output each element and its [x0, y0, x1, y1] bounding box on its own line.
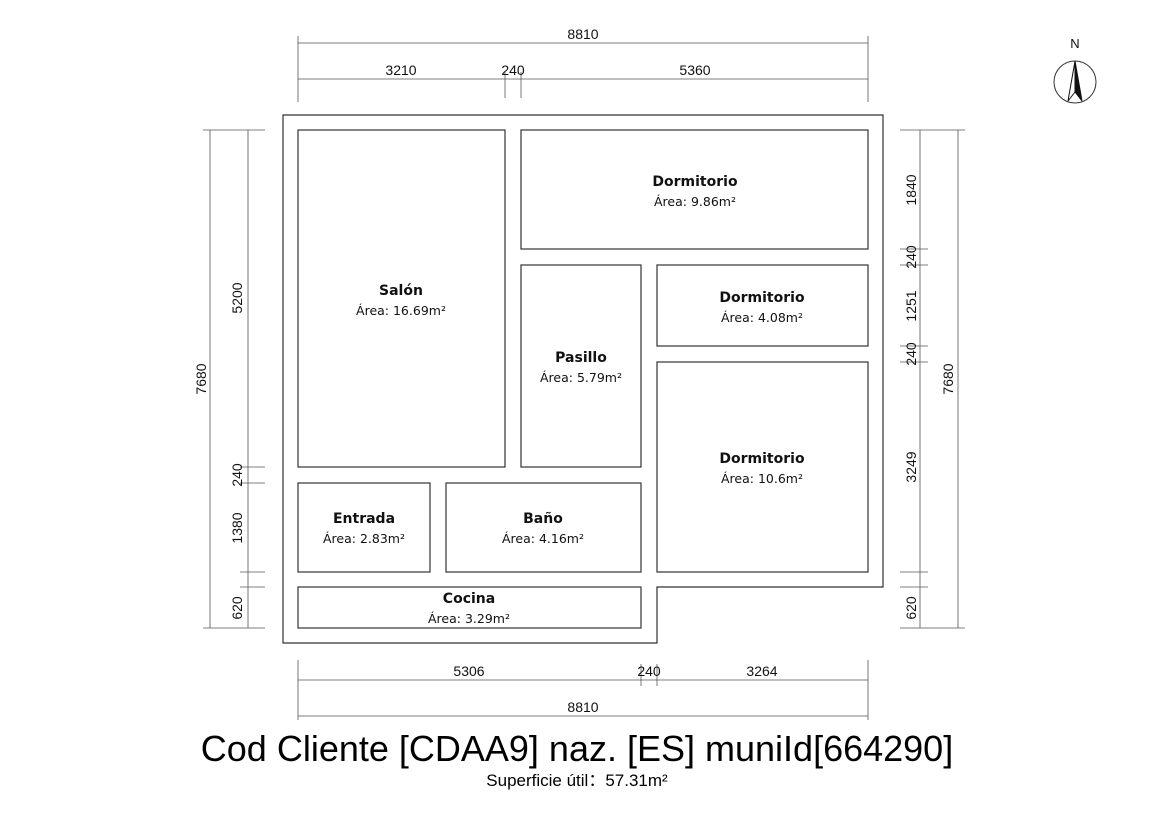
dim-right-part: 620: [903, 596, 919, 620]
dim-bottom-part: 3264: [746, 663, 777, 679]
dim-top-part: 5360: [679, 62, 710, 78]
room-name: Cocina: [443, 591, 495, 607]
room-dormitorio-2: Dormitorio Área: 4.08m²: [656, 264, 869, 347]
caption-title: Cod Cliente [CDAA9] naz. [ES] muniId[664…: [200, 728, 954, 769]
room-name: Baño: [523, 511, 563, 527]
dim-bottom-part: 240: [637, 663, 661, 679]
room-area: Área: 16.69m²: [356, 303, 446, 318]
room-cocina: Cocina Área: 3.29m²: [297, 586, 642, 629]
dim-right-part: 240: [903, 245, 919, 269]
dim-right-part: 3249: [903, 451, 919, 482]
room-area: Área: 2.83m²: [323, 531, 405, 546]
room-dormitorio-3: Dormitorio Área: 10.6m²: [656, 361, 869, 573]
dimension-top: 8810 3210 240 5360: [297, 26, 869, 102]
dim-top-total: 8810: [567, 26, 598, 42]
dim-bottom-part: 5306: [453, 663, 484, 679]
dim-top-part: 240: [501, 62, 525, 78]
room-area: Área: 4.08m²: [721, 310, 803, 325]
room-name: Entrada: [333, 511, 395, 527]
room-area: Área: 3.29m²: [428, 611, 510, 626]
room-area: Área: 9.86m²: [654, 194, 736, 209]
room-entrada: Entrada Área: 2.83m²: [297, 482, 431, 573]
dim-left-part: 1380: [229, 512, 245, 543]
outer-wall: [282, 114, 884, 644]
dim-left-part: 620: [229, 596, 245, 620]
room-pasillo: Pasillo Área: 5.79m²: [520, 264, 642, 468]
dim-left-part: 5200: [229, 282, 245, 313]
room-name: Salón: [379, 283, 423, 299]
room-name: Dormitorio: [652, 174, 738, 190]
room-name: Dormitorio: [719, 451, 805, 467]
compass-label: N: [1070, 36, 1079, 51]
dim-right-part: 1840: [903, 174, 919, 205]
dim-left-total: 7680: [193, 363, 209, 394]
dim-top-part: 3210: [385, 62, 416, 78]
room-area: Área: 5.79m²: [540, 370, 622, 385]
dim-right-part: 1251: [903, 290, 919, 321]
dim-right-part: 240: [903, 342, 919, 366]
room-salon: Salón Área: 16.69m²: [297, 129, 506, 468]
dim-left-part: 240: [229, 463, 245, 487]
surface-total: Superficie útil：57.31m²: [486, 771, 668, 790]
room-dormitorio-1: Dormitorio Área: 9.86m²: [520, 129, 869, 250]
room-bano: Baño Área: 4.16m²: [445, 482, 642, 573]
dimension-left: 7680 5200 240 1380 620: [193, 129, 265, 629]
dimension-bottom: 5306 240 3264 8810: [297, 660, 869, 720]
room-area: Área: 4.16m²: [502, 531, 584, 546]
dimension-right: 1840 240 1251 240 3249 620 7680: [900, 129, 965, 629]
room-area: Área: 10.6m²: [721, 471, 803, 486]
compass-icon: N: [1053, 36, 1097, 104]
dim-bottom-total: 8810: [567, 699, 598, 715]
room-name: Pasillo: [555, 350, 607, 366]
room-name: Dormitorio: [719, 290, 805, 306]
dim-right-total: 7680: [940, 363, 956, 394]
